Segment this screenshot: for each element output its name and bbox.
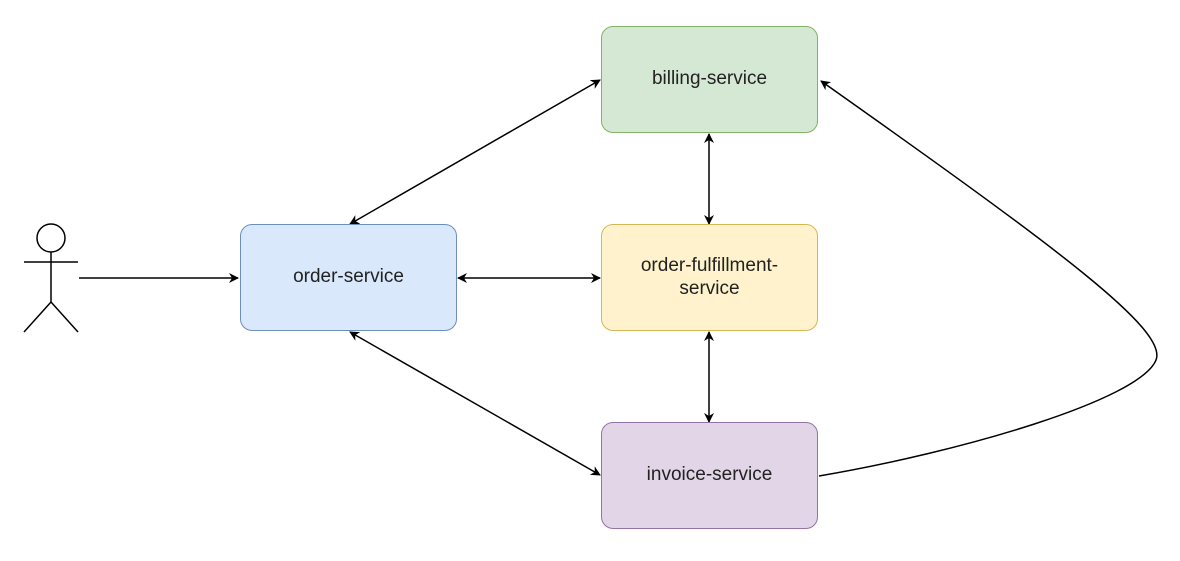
order-service-label: order-service bbox=[293, 266, 404, 288]
user-actor-icon bbox=[23, 223, 79, 333]
edge-invoice-to-billing bbox=[818, 80, 1158, 477]
billing-service-node: billing-service bbox=[601, 26, 818, 133]
edge-order-invoice bbox=[349, 331, 601, 476]
order-fulfillment-service-label: order-fulfillment-service bbox=[640, 254, 779, 299]
edge-order-billing bbox=[349, 79, 601, 225]
order-fulfillment-service-node: order-fulfillment-service bbox=[601, 224, 818, 331]
billing-service-label: billing-service bbox=[651, 68, 768, 90]
invoice-service-label: invoice-service bbox=[646, 464, 773, 486]
order-service-node: order-service bbox=[240, 224, 457, 331]
invoice-service-node: invoice-service bbox=[601, 422, 818, 529]
